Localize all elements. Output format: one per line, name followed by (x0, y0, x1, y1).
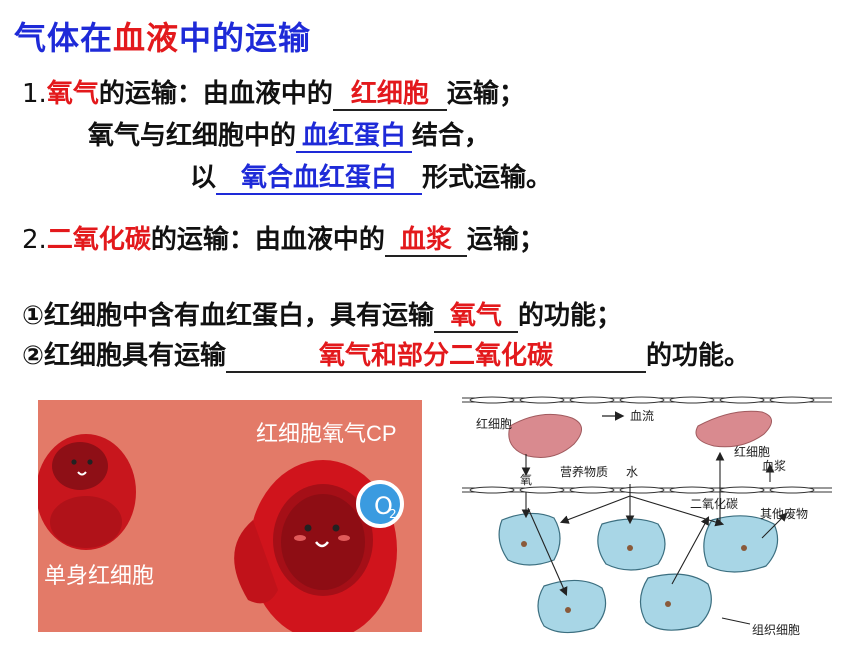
vessel-wall-top (462, 396, 832, 404)
answer-blank-rbc: 红细胞 (332, 79, 447, 111)
title-part2: 血液 (113, 19, 180, 57)
line4-text1: 的运输：由血液中的 (150, 225, 385, 255)
line3-text2: 形式运输。 (422, 163, 553, 193)
oxygen-badge-icon: O 2 (356, 480, 404, 528)
label-blood-flow: 血流 (630, 409, 654, 423)
tissue-cell-3 (703, 515, 779, 573)
line1-text2: 运输； (446, 79, 525, 109)
answer-blank-plasma: 血浆 (384, 225, 467, 257)
line-oxygen-transport: 1.氧气的运输：由血液中的红细胞运输； (22, 76, 525, 112)
tissue-cell-1 (498, 512, 561, 566)
item-number: 2. (22, 225, 47, 255)
label-tissue-cells: 组织细胞 (752, 623, 800, 637)
title-part1: 气体在 (14, 19, 114, 57)
rbc-right-shape (695, 410, 772, 448)
label-nutrients: 营养物质 (560, 464, 608, 479)
oxygen-term: 氧气 (46, 79, 99, 109)
tissue-cell-2 (597, 518, 666, 571)
label-rbc-left: 红细胞 (476, 416, 512, 431)
line-hemoglobin-binding: 氧气与红细胞中的血红蛋白结合， (88, 118, 490, 154)
line1-text1: 的运输：由血液中的 (98, 79, 333, 109)
badge-letter: O (374, 492, 393, 520)
page-title: 气体在血液中的运输 (14, 18, 311, 58)
label-water: 水 (626, 465, 638, 479)
cartoon-caption-bottom: 单身红细胞 (44, 563, 155, 588)
co2-term: 二氧化碳 (46, 225, 151, 255)
tissue-cell-4 (537, 579, 607, 634)
line6-text1: ②红细胞具有运输 (22, 341, 227, 371)
line6-text2: 的功能。 (646, 341, 751, 371)
label-plasma: 血浆 (762, 458, 786, 473)
small-blood-cell (38, 434, 136, 550)
vessel-wall-bottom (462, 486, 832, 494)
label-rbc-right: 红细胞 (734, 444, 770, 459)
line-oxyhemoglobin: 以氧合血红蛋白形式运输。 (190, 160, 552, 196)
line2-text2: 结合， (412, 121, 491, 151)
line4-text2: 运输； (466, 225, 545, 255)
line3-text1: 以 (190, 163, 217, 193)
line-rbc-function-1: ①红细胞中含有血红蛋白，具有运输氧气的功能； (22, 298, 622, 334)
rbc-left-shape (508, 413, 582, 458)
line5-text1: ①红细胞中含有血红蛋白，具有运输 (22, 301, 435, 331)
cartoon-illustration: O 2 (38, 434, 404, 632)
answer-blank-hemoglobin: 血红蛋白 (296, 121, 413, 153)
cartoon-rbc-image: O 2 红细胞氧气CP 单身红细胞 (38, 400, 422, 632)
label-co2: 二氧化碳 (690, 497, 738, 511)
gas-exchange-diagram: 红细胞 血流 氧 营养物质 水 红细胞 血浆 二氧化碳 其他废物 组织细胞 (462, 388, 832, 640)
answer-blank-oxyhemoglobin: 氧合血红蛋白 (216, 163, 423, 195)
tissue-cell-5 (639, 573, 712, 631)
label-other-waste: 其他废物 (760, 506, 808, 521)
line-rbc-function-2: ②红细胞具有运输氧气和部分二氧化碳的功能。 (22, 338, 750, 374)
label-oxygen: 氧 (520, 473, 532, 487)
diagram-svg: 红细胞 血流 氧 营养物质 水 红细胞 血浆 二氧化碳 其他废物 组织细胞 (462, 396, 832, 637)
line5-text2: 的功能； (518, 301, 623, 331)
line-co2-transport: 2.二氧化碳的运输：由血液中的血浆运输； (22, 222, 545, 258)
title-part3: 中的运输 (179, 19, 312, 57)
line2-text1: 氧气与红细胞中的 (88, 121, 297, 151)
item-number: 1. (22, 79, 47, 109)
answer-blank-oxygen-co2: 氧气和部分二氧化碳 (226, 341, 647, 373)
answer-blank-oxygen: 氧气 (434, 301, 519, 333)
badge-subscript: 2 (389, 507, 397, 521)
cartoon-caption-top: 红细胞氧气CP (256, 421, 397, 446)
